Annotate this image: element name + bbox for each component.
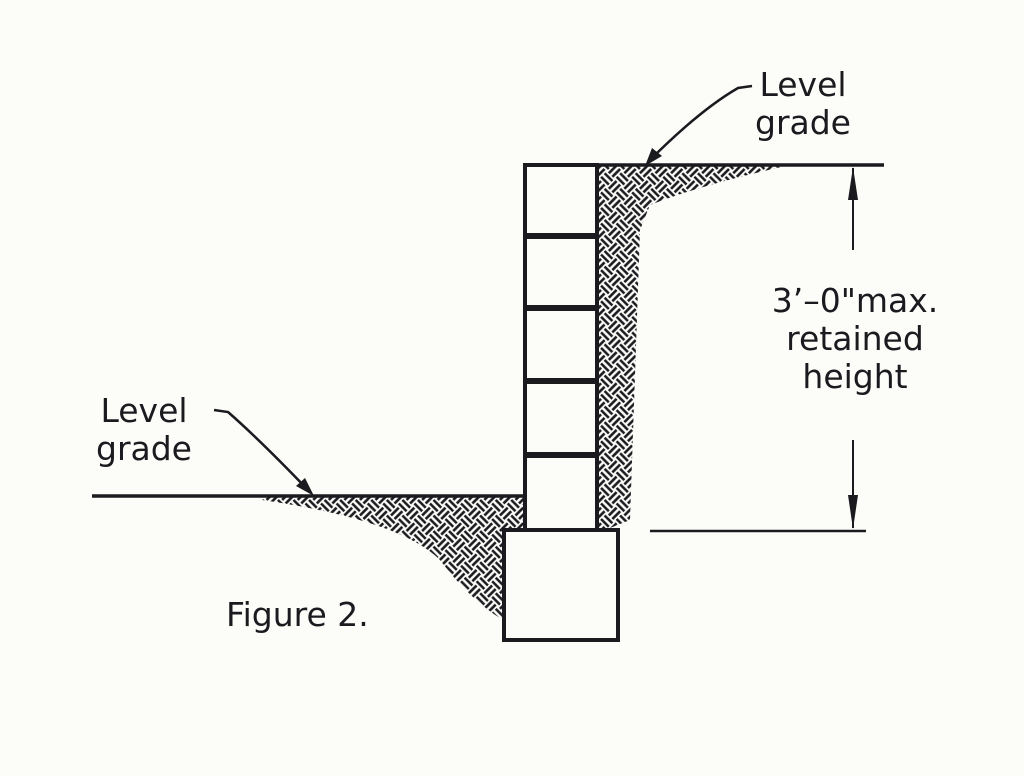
dimension-arrow-up: [848, 167, 858, 200]
lower-grade-label-line1: Level: [100, 391, 188, 430]
dimension-arrow-down: [848, 495, 858, 529]
upper-grade-label-line1: Level: [759, 65, 847, 104]
dimension-label: 3’–0"max. retained height: [725, 282, 985, 396]
upper-grade-leader: [649, 84, 753, 161]
block-wall: [523, 163, 599, 532]
lower-grade-label-line2: grade: [96, 429, 192, 468]
front-soil-hatch: [262, 496, 525, 620]
footing: [502, 528, 620, 642]
dimension-label-line3: height: [802, 357, 908, 396]
lower-grade-leader: [213, 408, 309, 491]
retained-soil-hatch: [597, 165, 790, 530]
dimension-label-line2: retained: [786, 319, 924, 358]
dimension-label-line1: 3’–0"max.: [771, 281, 939, 320]
upper-grade-label: Level grade: [755, 66, 851, 142]
upper-grade-leader-arrow: [645, 148, 662, 166]
lower-grade-leader-arrow: [296, 478, 314, 496]
upper-grade-label-line2: grade: [755, 103, 851, 142]
figure-caption: Figure 2.: [226, 595, 369, 634]
lower-grade-label: Level grade: [96, 392, 192, 468]
